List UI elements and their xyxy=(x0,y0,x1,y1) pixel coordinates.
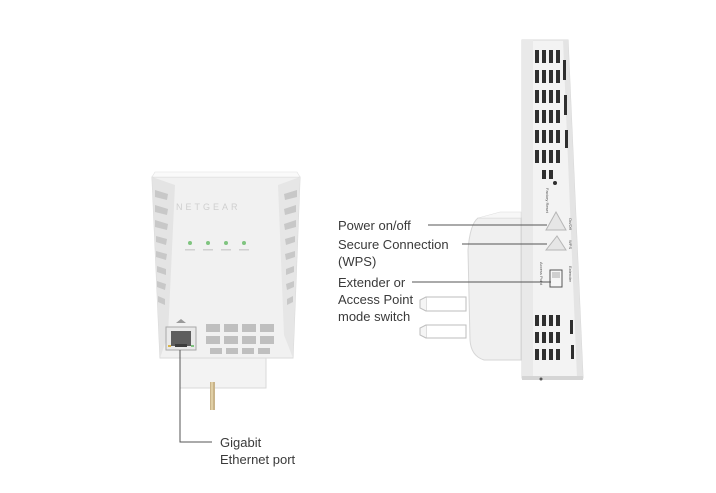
led-icon xyxy=(206,241,210,245)
ethernet-leader-line xyxy=(179,350,212,443)
reset-hole-icon xyxy=(553,181,557,185)
side-plug-housing xyxy=(467,217,522,361)
ethernet-label-line-1: Gigabit xyxy=(220,435,262,450)
svg-text:Access Point: Access Point xyxy=(539,262,544,286)
led-icon xyxy=(242,241,246,245)
front-view-extender: NETGEAR xyxy=(151,171,301,410)
power-button-icon xyxy=(545,210,567,231)
side-bottom-vents xyxy=(535,315,574,360)
svg-text:On/Off: On/Off xyxy=(568,218,573,231)
power-label-line-1: Power on/off xyxy=(338,218,411,233)
mode-label-line-1: Extender or xyxy=(338,275,406,290)
wps-label-line-1: Secure Connection xyxy=(338,237,449,252)
power-label: Power on/off xyxy=(338,217,411,234)
front-left-vents xyxy=(155,190,168,305)
ethernet-port-label: Gigabit Ethernet port xyxy=(220,434,295,468)
front-right-vents xyxy=(284,190,297,305)
mode-switch-icon xyxy=(549,269,563,288)
ethernet-port-icon xyxy=(165,319,197,351)
side-top-vents xyxy=(535,50,568,179)
wps-button-icon xyxy=(544,235,567,251)
wps-label-line-2: (WPS) xyxy=(338,254,377,269)
led-icon xyxy=(224,241,228,245)
brand-logo: NETGEAR xyxy=(176,202,241,212)
mode-label-line-2: Access Point xyxy=(338,292,414,307)
svg-text:WPS: WPS xyxy=(568,240,573,249)
wps-label: Secure Connection (WPS) xyxy=(338,236,449,270)
status-leds xyxy=(185,241,249,251)
svg-text:Factory Reset: Factory Reset xyxy=(545,188,550,214)
mode-label-line-3: mode switch xyxy=(338,309,411,324)
svg-text:Extender: Extender xyxy=(568,266,573,283)
mode-switch-label: Extender or Access Point mode switch xyxy=(338,274,413,325)
ethernet-label-line-2: Ethernet port xyxy=(220,452,296,467)
led-icon xyxy=(188,241,192,245)
wall-plug-icon xyxy=(419,296,467,339)
front-grille xyxy=(206,324,274,354)
side-view-extender: Factory Reset On/Off WPS Access Point Ex… xyxy=(419,39,584,381)
